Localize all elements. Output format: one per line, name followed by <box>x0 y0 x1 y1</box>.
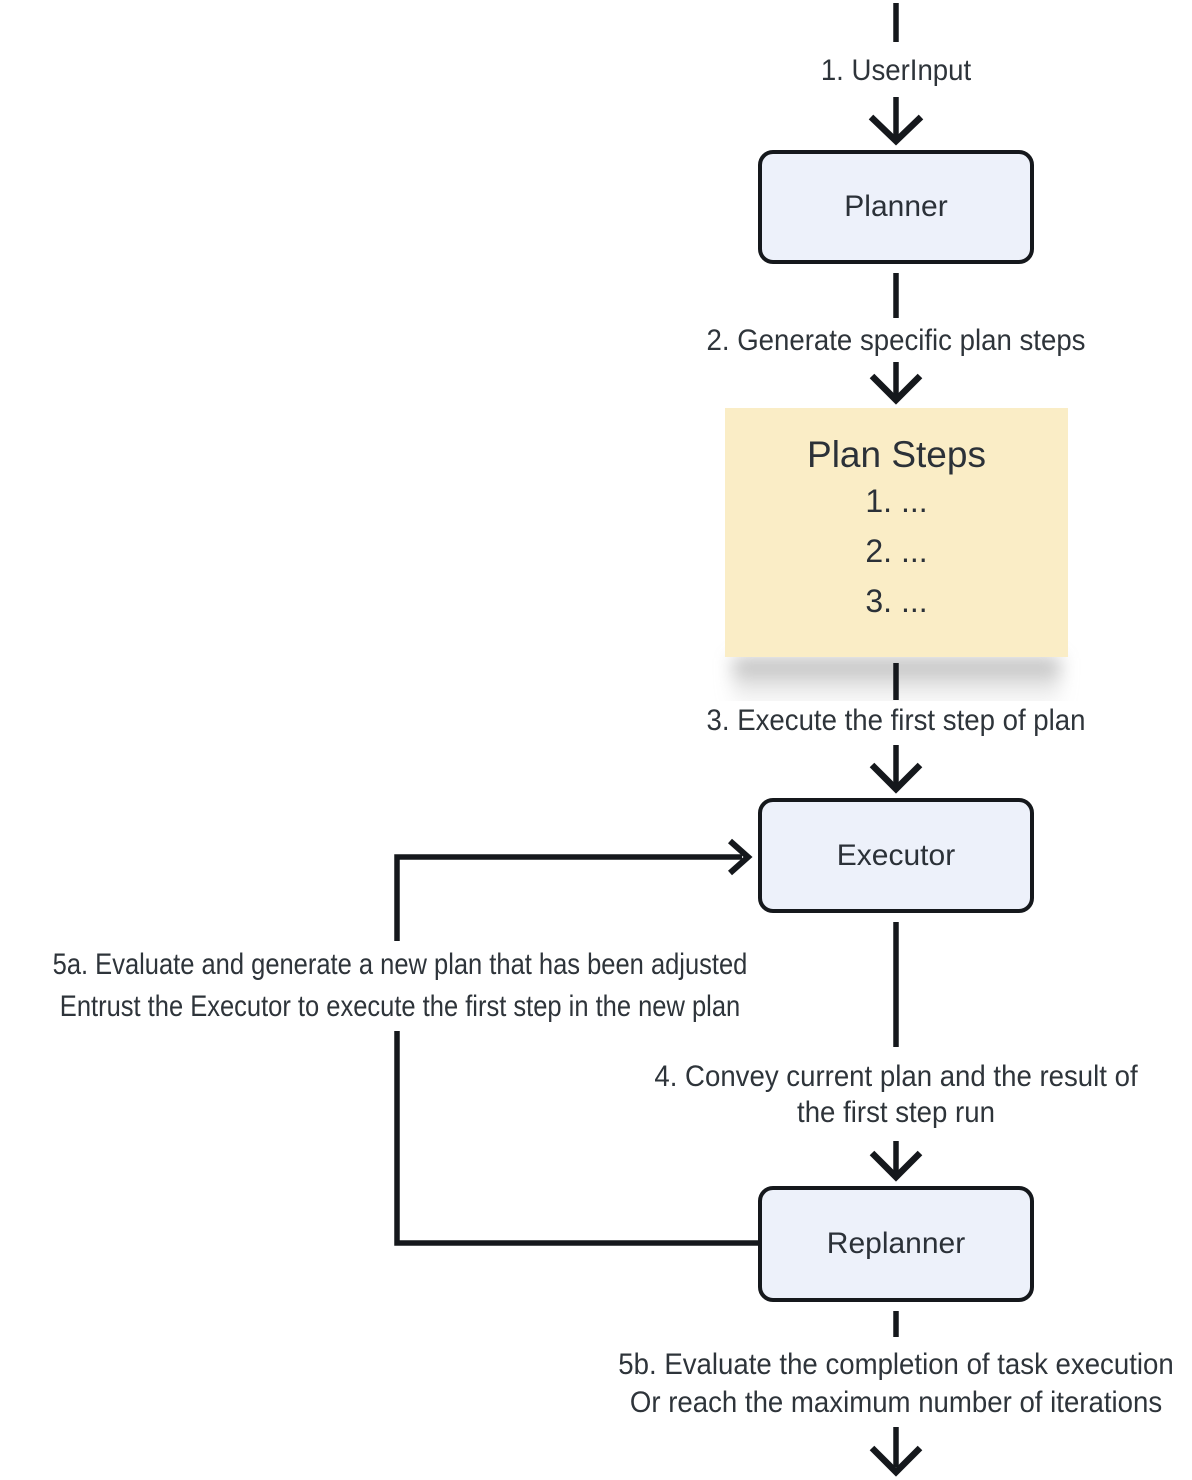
edge-label-step5a: 5a. Evaluate and generate a new plan tha… <box>45 941 755 1031</box>
edge-executor-to-replanner <box>869 922 923 1182</box>
plan-step-item: 1. ... <box>865 483 928 519</box>
arrowhead-right-icon <box>728 838 753 876</box>
feedback-loop-line <box>394 854 758 1246</box>
node-replanner: Replanner <box>758 1186 1034 1302</box>
node-planner: Planner <box>758 150 1034 264</box>
edge-userinput-to-planner <box>868 3 924 146</box>
edge-replanner-loop-to-executor <box>394 838 758 1246</box>
plan-steps-title: Plan Steps <box>807 434 986 475</box>
edge-label-step5a-line1: 5a. Evaluate and generate a new plan tha… <box>52 948 748 981</box>
edge-label-step4-line1: 4. Convey current plan and the result of <box>654 1060 1138 1093</box>
arrowhead-down-icon <box>869 762 923 794</box>
edge-planner-to-plansteps <box>869 273 923 405</box>
arrowhead-down-icon <box>869 1445 923 1477</box>
edge-label-step2: 2. Generate specific plan steps <box>699 321 1093 361</box>
plan-step-item: 3. ... <box>865 583 928 619</box>
edge-label-step4-line2: the first step run <box>797 1096 995 1129</box>
edge-label-step1: 1. UserInput <box>813 51 979 91</box>
edge-plansteps-to-executor <box>869 663 923 794</box>
edge-label-step4: 4. Convey current plan and the result of… <box>646 1056 1146 1134</box>
edge-label-step5b-line1: 5b. Evaluate the completion of task exec… <box>618 1348 1174 1381</box>
edge-label-step3: 3. Execute the first step of plan <box>699 701 1093 741</box>
edge-label-step5b: 5b. Evaluate the completion of task exec… <box>610 1343 1182 1425</box>
edge-label-step5b-line2: Or reach the maximum number of iteration… <box>629 1386 1163 1419</box>
node-executor: Executor <box>758 798 1034 913</box>
edge-label-step5a-line2: Entrust the Executor to execute the firs… <box>59 990 741 1023</box>
node-planner-label: Planner <box>844 190 948 223</box>
node-replanner-label: Replanner <box>826 1227 966 1260</box>
arrowhead-down-icon <box>869 373 923 405</box>
edge-replanner-to-end <box>869 1311 923 1477</box>
arrowhead-down-icon <box>868 114 924 146</box>
node-executor-label: Executor <box>836 838 956 872</box>
node-plan-steps: Plan Steps 1. ... 2. ... 3. ... <box>725 408 1068 657</box>
arrowhead-down-icon <box>869 1150 923 1182</box>
plan-step-item: 2. ... <box>865 533 928 569</box>
